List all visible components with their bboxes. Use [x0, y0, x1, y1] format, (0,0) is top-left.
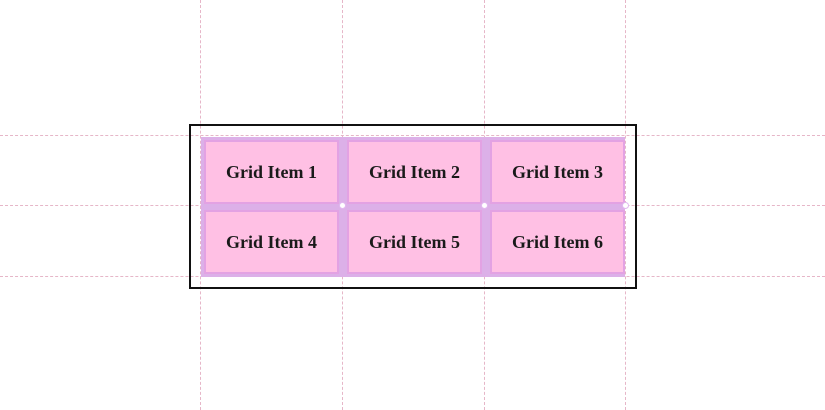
grid-item-5: Grid Item 5: [347, 210, 482, 274]
grid-item-1: Grid Item 1: [204, 140, 339, 204]
grid-item-3: Grid Item 3: [490, 140, 625, 204]
grid-overlay-row-line: [0, 135, 825, 136]
grid-item-6: Grid Item 6: [490, 210, 625, 274]
grid-item-2: Grid Item 2: [347, 140, 482, 204]
grid-intersection-marker: [339, 202, 346, 209]
grid-intersection-marker: [481, 202, 488, 209]
grid-item-4: Grid Item 4: [204, 210, 339, 274]
grid-intersection-marker: [622, 202, 629, 209]
grid-container: Grid Item 1 Grid Item 2 Grid Item 3 Grid…: [189, 124, 637, 289]
grid: Grid Item 1 Grid Item 2 Grid Item 3 Grid…: [201, 137, 625, 277]
